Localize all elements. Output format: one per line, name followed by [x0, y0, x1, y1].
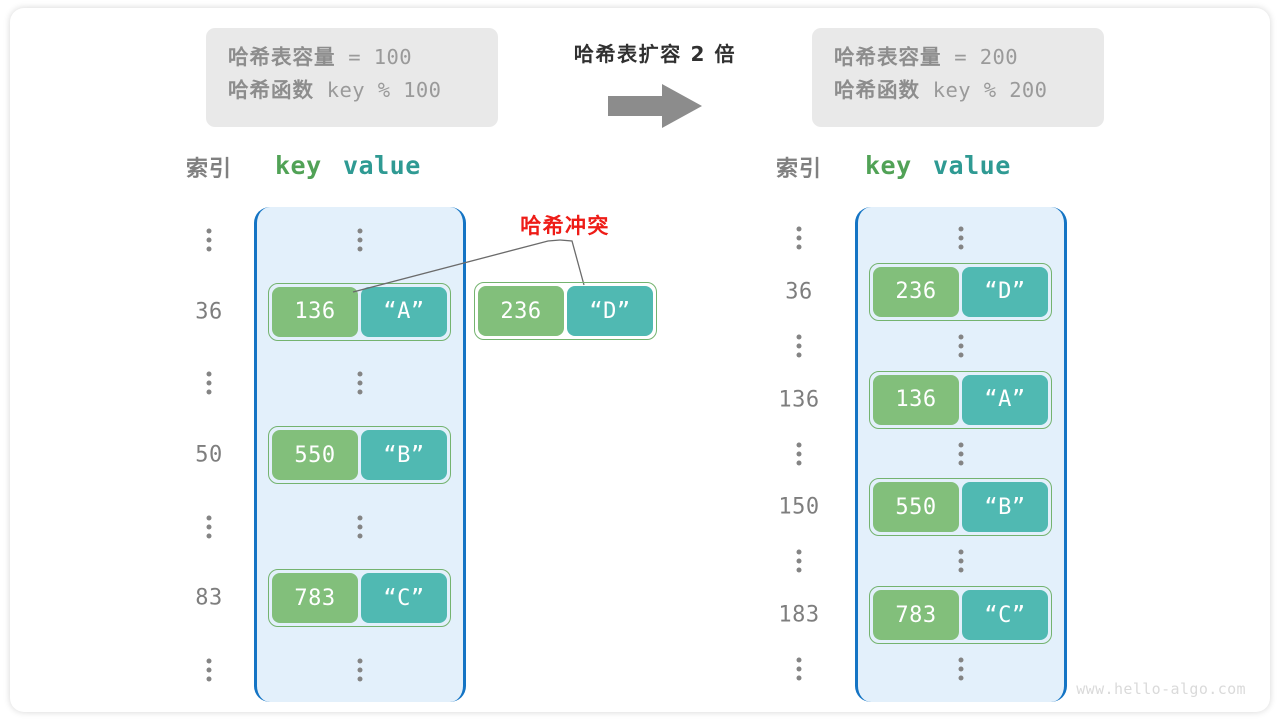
hashtable-entry[interactable]: 783“C” — [869, 586, 1052, 645]
hashtable-entry[interactable]: 136“A” — [869, 370, 1052, 429]
entry-value-cell: “C” — [361, 573, 447, 624]
entry-value-cell: “A” — [361, 286, 447, 337]
entry-value-cell: “B” — [361, 430, 447, 480]
bucket-ellipsis-icon — [958, 657, 964, 681]
bucket-ellipsis-icon — [958, 226, 964, 250]
left-key-header: key — [275, 151, 322, 180]
hashtable-entry[interactable]: 236“D” — [869, 262, 1052, 321]
bucket-ellipsis-icon — [357, 658, 363, 682]
hashtable-entry[interactable]: 136“A” — [268, 282, 451, 341]
bucket-ellipsis-icon — [958, 442, 964, 465]
entry-key-cell: 136 — [873, 374, 959, 425]
collision-label: 哈希冲突 — [520, 214, 610, 238]
left-function-line: 哈希函数 key % 100 — [228, 74, 476, 107]
diagram-card: 哈希表容量 = 100 哈希函数 key % 100 哈希表扩容 2 倍 哈希表… — [10, 8, 1270, 712]
index-label: 36 — [195, 299, 223, 325]
hashtable-entry[interactable]: 783“C” — [268, 569, 451, 628]
left-capacity-value: = 100 — [335, 45, 412, 69]
index-label: 50 — [195, 442, 223, 468]
index-ellipsis-icon — [206, 515, 212, 539]
entry-key-cell: 783 — [272, 573, 358, 624]
transition-title: 哈希表扩容 2 倍 — [573, 42, 737, 66]
bucket-ellipsis-icon — [958, 334, 964, 358]
bucket-ellipsis-icon — [357, 515, 363, 539]
entry-key-cell: 236 — [873, 266, 959, 317]
index-ellipsis-icon — [796, 442, 802, 465]
entry-key-cell: 550 — [272, 430, 358, 480]
entry-value-cell: “C” — [962, 590, 1048, 641]
bucket-ellipsis-icon — [357, 228, 363, 252]
right-key-header: key — [865, 151, 912, 180]
right-capacity-value: = 200 — [941, 45, 1018, 69]
right-function-line: 哈希函数 key % 200 — [834, 74, 1082, 107]
entry-key-cell: 783 — [873, 590, 959, 641]
entry-key-cell: 136 — [272, 286, 358, 337]
bucket-ellipsis-icon — [357, 371, 363, 395]
right-function-label: 哈希函数 — [834, 78, 920, 103]
left-function-value: key % 100 — [314, 78, 442, 103]
hashtable-entry[interactable]: 550“B” — [268, 426, 451, 484]
collision-entry[interactable]: 236“D” — [474, 282, 657, 340]
entry-value-cell: “D” — [962, 266, 1048, 317]
index-ellipsis-icon — [796, 549, 802, 573]
right-function-value: key % 200 — [920, 78, 1048, 103]
hashtable-entry[interactable]: 550“B” — [869, 478, 1052, 537]
watermark: www.hello-algo.com — [1076, 680, 1246, 698]
right-capacity-label: 哈希表容量 — [834, 45, 942, 69]
index-ellipsis-icon — [206, 658, 212, 682]
index-ellipsis-icon — [796, 226, 802, 250]
collision-entry-value-cell: “D” — [567, 286, 653, 336]
right-capacity-line: 哈希表容量 = 200 — [834, 41, 1082, 74]
index-label: 183 — [778, 602, 820, 628]
left-value-header: value — [343, 151, 421, 180]
right-value-header: value — [933, 151, 1011, 180]
index-ellipsis-icon — [796, 334, 802, 358]
left-hashtable-info-box: 哈希表容量 = 100 哈希函数 key % 100 — [206, 28, 498, 127]
index-label: 83 — [195, 585, 223, 611]
left-capacity-line: 哈希表容量 = 100 — [228, 41, 476, 74]
index-ellipsis-icon — [206, 371, 212, 395]
index-label: 136 — [778, 387, 820, 413]
right-index-header: 索引 — [775, 157, 822, 182]
right-hashtable-info-box: 哈希表容量 = 200 哈希函数 key % 200 — [812, 28, 1104, 127]
index-label: 36 — [785, 279, 813, 305]
bucket-ellipsis-icon — [958, 549, 964, 573]
left-function-label: 哈希函数 — [228, 78, 314, 103]
index-ellipsis-icon — [796, 657, 802, 681]
right-arrow-icon — [608, 84, 702, 128]
index-label: 150 — [778, 494, 820, 520]
left-index-header: 索引 — [185, 157, 232, 182]
index-ellipsis-icon — [206, 228, 212, 252]
collision-entry-key-cell: 236 — [478, 286, 564, 336]
entry-value-cell: “B” — [962, 482, 1048, 533]
entry-key-cell: 550 — [873, 482, 959, 533]
entry-value-cell: “A” — [962, 374, 1048, 425]
left-capacity-label: 哈希表容量 — [228, 45, 336, 69]
